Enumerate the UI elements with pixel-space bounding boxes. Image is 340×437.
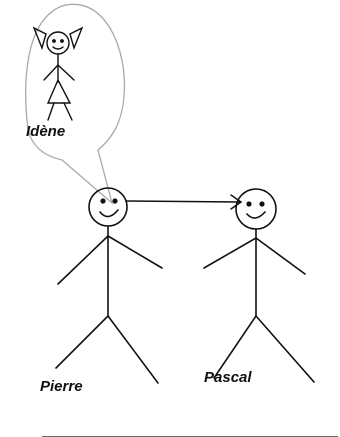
idene-leg-left (47, 102, 55, 121)
pierre-leg-right (107, 315, 159, 384)
pierre-eye-left (100, 198, 106, 204)
arrow-head (230, 194, 243, 210)
label-pierre: Pierre (40, 378, 83, 395)
pascal-arm-left (203, 237, 257, 269)
idene-leg-right (63, 102, 73, 121)
idene-head (46, 31, 70, 55)
pascal-eye-right (259, 201, 265, 207)
pascal-leg-right (255, 315, 315, 383)
pascal-smile (246, 211, 266, 219)
pascal-leg-left (213, 315, 257, 379)
pierre-smile (99, 209, 119, 218)
thought-bubble-shape (25, 3, 126, 205)
pascal-head (235, 188, 277, 230)
idene-eye-left (52, 39, 56, 43)
idene-dress (46, 78, 72, 104)
pierre-leg-left (55, 315, 109, 369)
label-idene: Idène (26, 123, 65, 140)
pierre-arm-right (107, 235, 163, 269)
idene-smile (52, 46, 64, 50)
arrow-pierre-to-pascal (125, 194, 243, 210)
pierre-eye-right (112, 198, 118, 204)
pierre-head (88, 187, 128, 227)
idene-arm-right (57, 64, 75, 81)
label-pascal: Pascal (204, 369, 252, 386)
pierre-arm-left (57, 235, 109, 285)
pascal-arm-right (255, 237, 306, 275)
idene-eye-right (60, 39, 64, 43)
figure-pascal (203, 188, 315, 383)
thought-bubble (25, 3, 126, 205)
idene-pigtails (32, 26, 84, 51)
figure-pierre (55, 187, 163, 384)
arrow-shaft (125, 200, 241, 203)
figure-idene (32, 26, 84, 121)
idene-arm-left (43, 64, 59, 81)
pascal-eye-left (246, 201, 252, 207)
